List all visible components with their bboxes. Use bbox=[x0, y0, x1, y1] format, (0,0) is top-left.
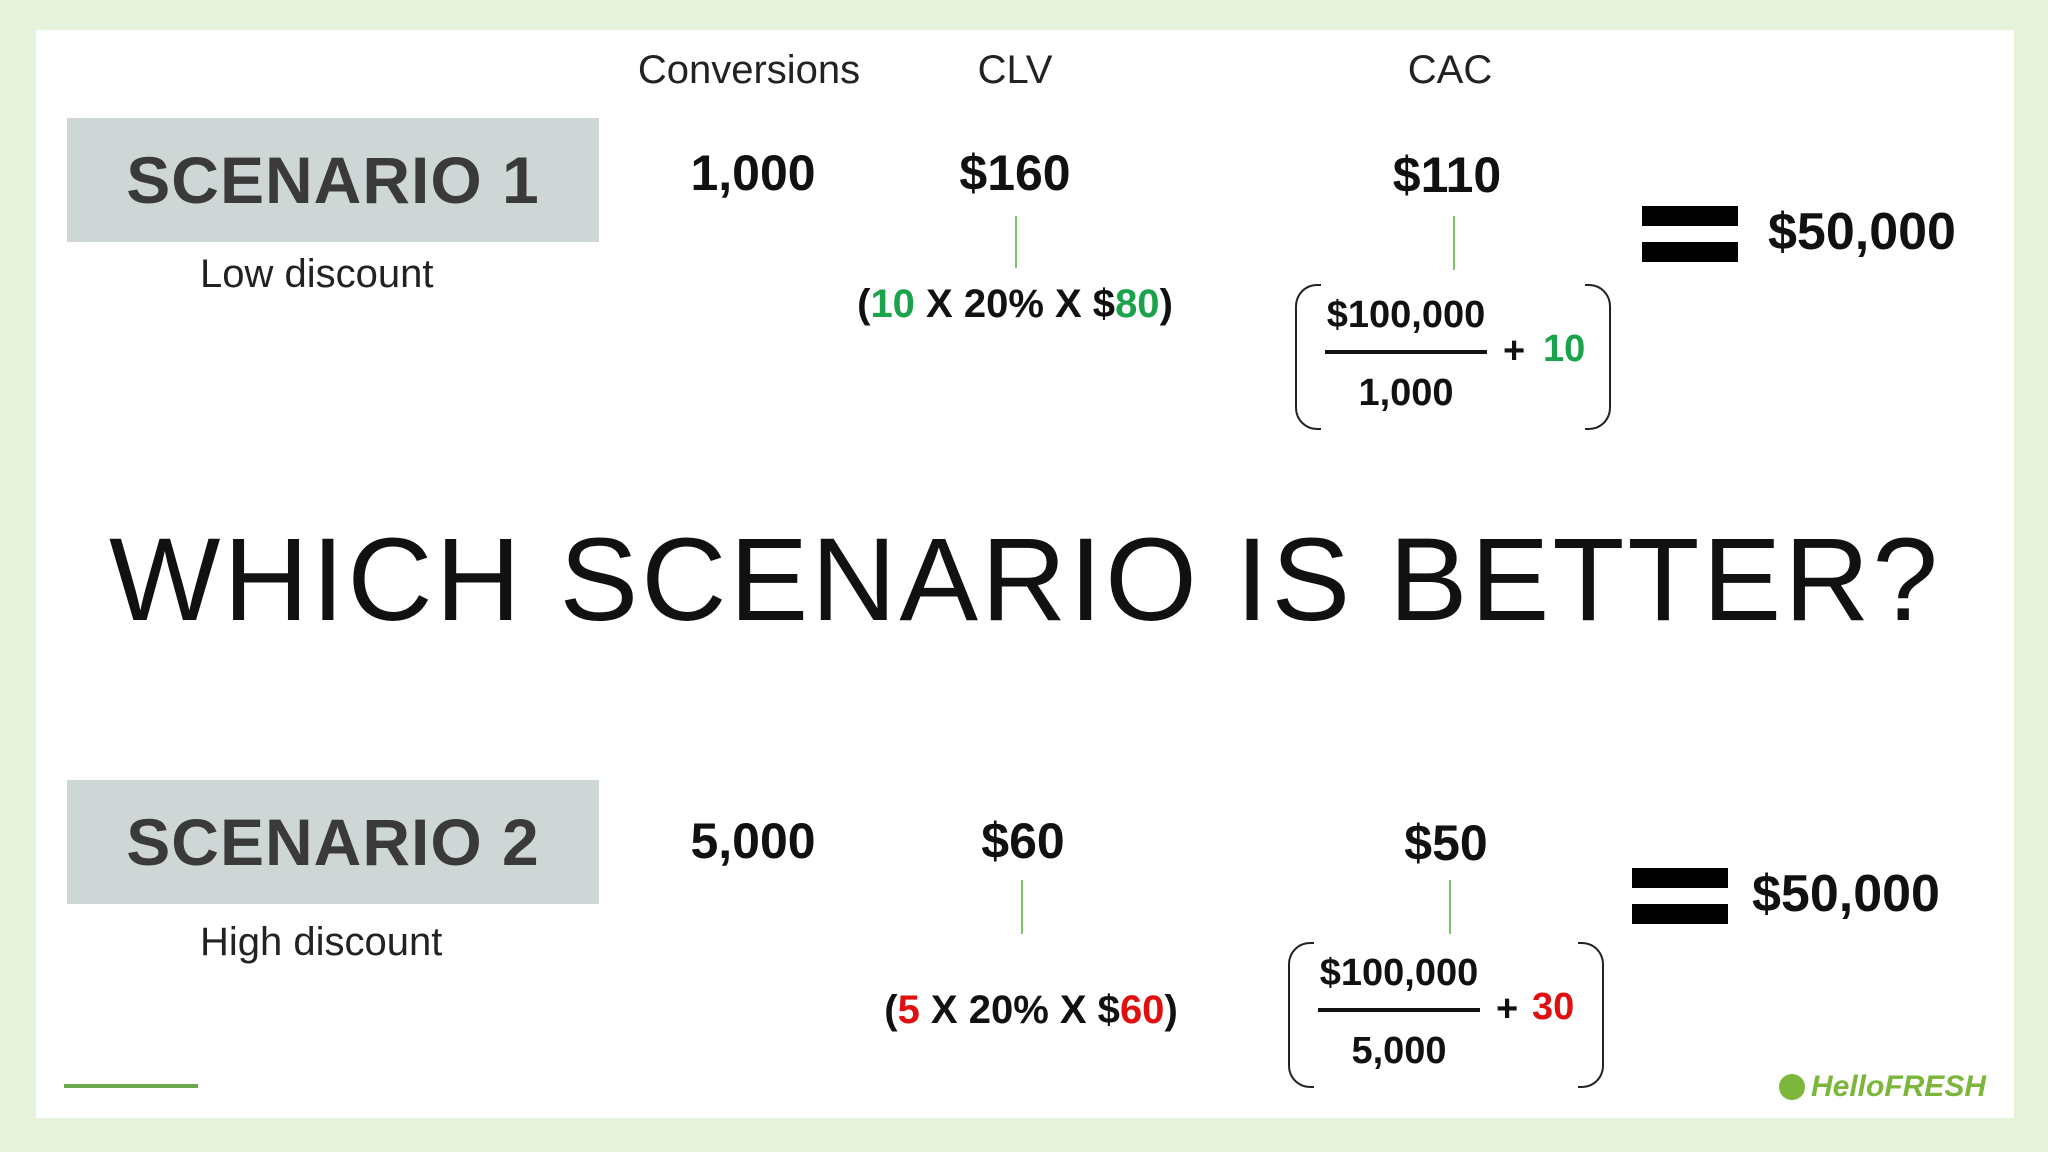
scenario-1-clv-formula: (10 X 20% X $80) bbox=[857, 282, 1173, 327]
paren-open: ( bbox=[884, 988, 898, 1032]
scenario-1-cac-formula: $100,000 1,000 + 10 bbox=[1295, 284, 1611, 430]
paren-close: ) bbox=[1159, 282, 1173, 326]
page-title: WHICH SCENARIO IS BETTER? bbox=[108, 514, 1942, 646]
clv-price: 80 bbox=[1115, 282, 1160, 326]
scenario-1-result: $50,000 bbox=[1768, 203, 1956, 261]
fraction-bar bbox=[1325, 350, 1487, 354]
paren-open: ( bbox=[857, 282, 871, 326]
scenario-2-subtitle: High discount bbox=[200, 920, 443, 964]
cac-denominator: 1,000 bbox=[1358, 372, 1454, 414]
scenario-1-subtitle: Low discount bbox=[200, 252, 434, 296]
header-cac: CAC bbox=[1407, 48, 1493, 92]
hellofresh-logo: HelloFRESH bbox=[1778, 1070, 1986, 1104]
scenario-2-result: $50,000 bbox=[1752, 865, 1940, 923]
cac-addend: 30 bbox=[1532, 986, 1575, 1028]
cac-denominator: 5,000 bbox=[1351, 1030, 1447, 1072]
scenario-1-cac: $110 bbox=[1392, 147, 1502, 203]
clv-price: 60 bbox=[1119, 988, 1165, 1032]
header-conversions: Conversions bbox=[637, 48, 861, 92]
clv-mid: X 20% X $ bbox=[914, 282, 1116, 326]
clv-multiplier: 10 bbox=[870, 282, 915, 326]
scenario-1-box: SCENARIO 1 bbox=[67, 118, 599, 242]
decorative-underline bbox=[64, 1084, 198, 1088]
scenario-1-cac-connector bbox=[1453, 216, 1455, 270]
scenario-1-clv: $160 bbox=[959, 145, 1071, 201]
cac-numerator: $100,000 bbox=[1326, 294, 1486, 336]
scenario-2-conversions: 5,000 bbox=[690, 813, 816, 869]
cac-addend: 10 bbox=[1543, 328, 1586, 370]
slide: Conversions CLV CAC SCENARIO 1 Low disco… bbox=[36, 30, 2014, 1118]
plus-sign: + bbox=[1496, 988, 1519, 1030]
scenario-1-clv-connector bbox=[1015, 216, 1017, 268]
logo-text: HelloFRESH bbox=[1810, 1070, 1986, 1103]
plus-sign: + bbox=[1503, 330, 1526, 372]
equals-icon bbox=[1632, 868, 1728, 940]
right-bracket bbox=[1578, 942, 1604, 1088]
fraction-bar bbox=[1318, 1008, 1480, 1012]
scenario-2-box: SCENARIO 2 bbox=[67, 780, 599, 904]
clv-multiplier: 5 bbox=[897, 988, 920, 1032]
paren-close: ) bbox=[1164, 988, 1178, 1032]
scenario-1-conversions: 1,000 bbox=[690, 145, 816, 201]
scenario-2-cac: $50 bbox=[1404, 815, 1488, 871]
header-clv: CLV bbox=[977, 48, 1053, 92]
equals-icon bbox=[1642, 206, 1738, 278]
scenario-2-cac-connector bbox=[1449, 880, 1451, 934]
right-bracket bbox=[1585, 284, 1611, 430]
lime-icon bbox=[1778, 1074, 1805, 1100]
cac-numerator: $100,000 bbox=[1319, 952, 1479, 994]
scenario-2-clv-connector bbox=[1021, 880, 1023, 934]
scenario-2-clv-formula: (5 X 20% X $60) bbox=[884, 988, 1178, 1033]
scenario-2-clv: $60 bbox=[981, 813, 1065, 869]
clv-mid: X 20% X $ bbox=[919, 988, 1120, 1032]
scenario-2-cac-formula: $100,000 5,000 + 30 bbox=[1288, 942, 1604, 1088]
